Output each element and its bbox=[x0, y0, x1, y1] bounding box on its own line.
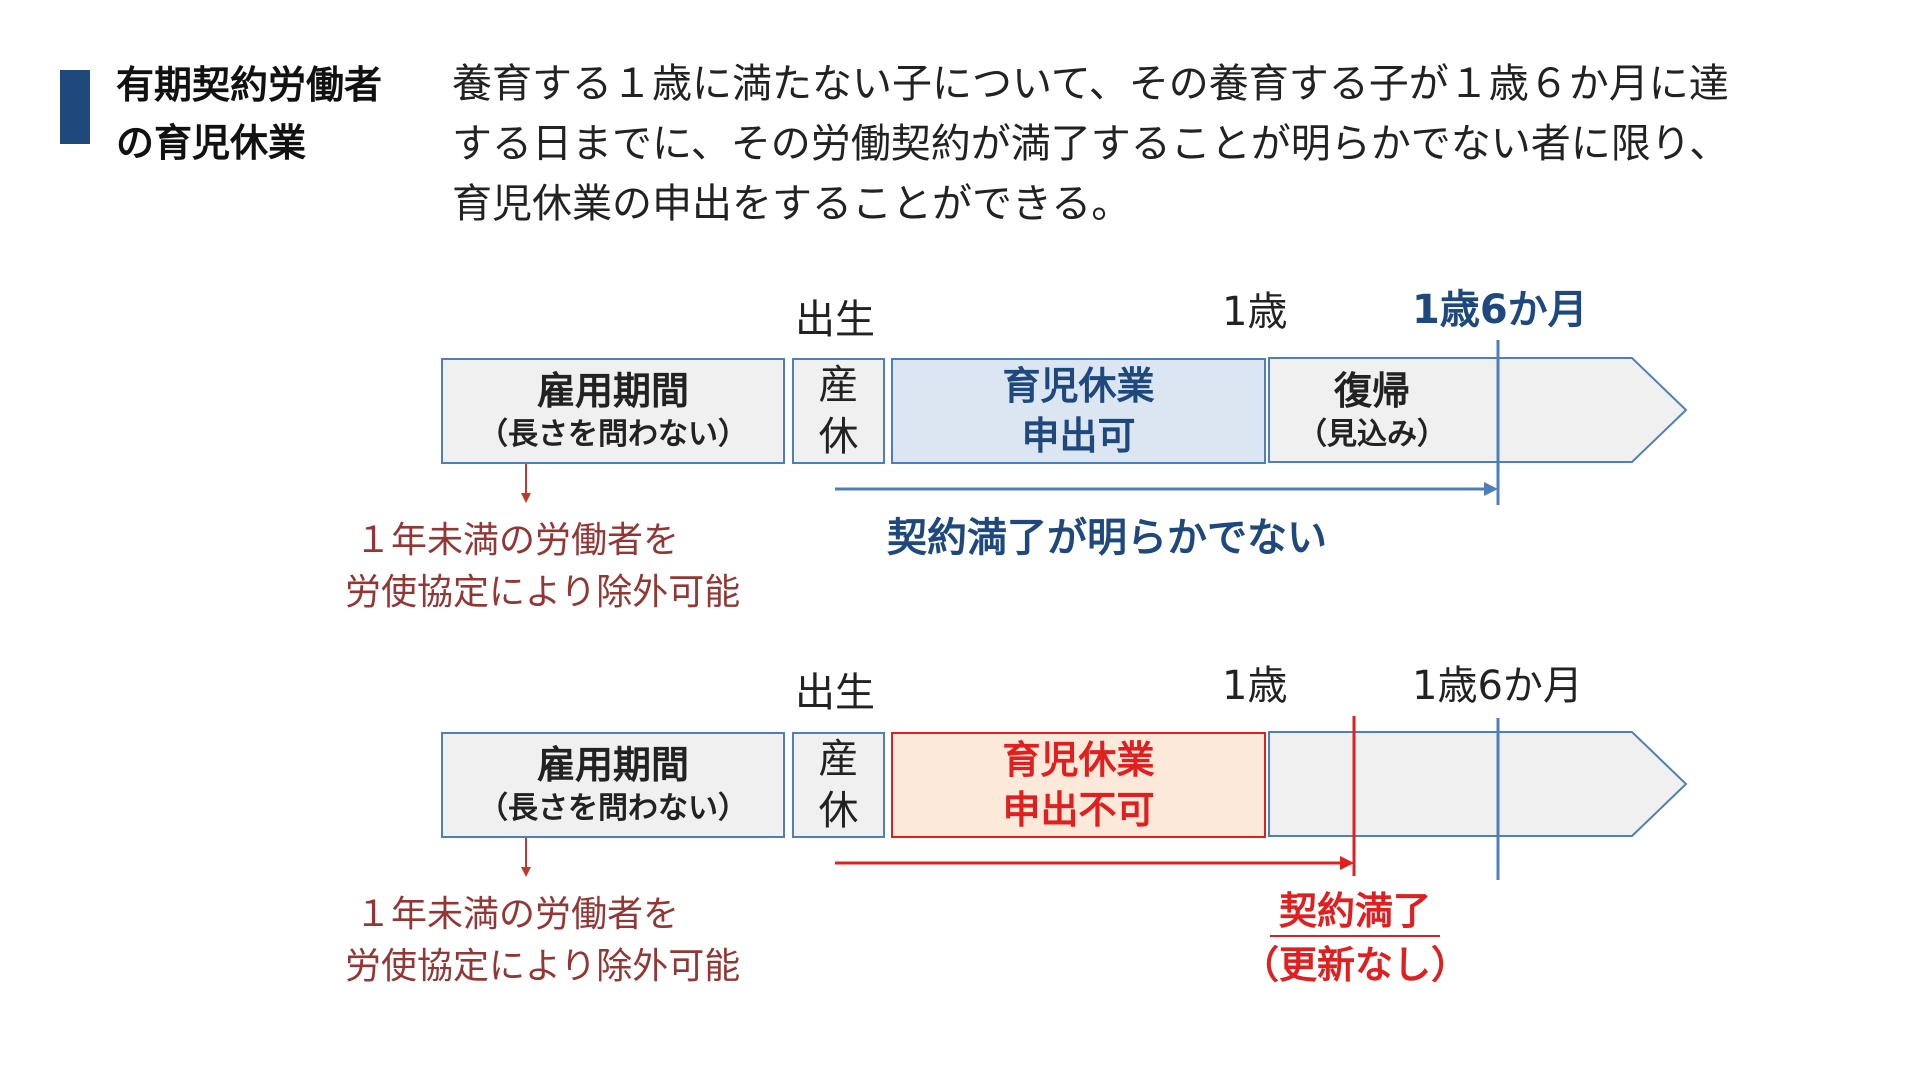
description: 養育する１歳に満たない子について、その養育する子が１歳６か月に達 する日までに、… bbox=[452, 54, 1729, 234]
exclusion-line-1: １年未満の労働者を bbox=[355, 520, 680, 561]
exclusion-arrowhead-case1 bbox=[521, 493, 531, 503]
exclusion-note-case1: １年未満の労働者を 労使協定により除外可能 bbox=[345, 515, 740, 619]
maternity-line-1: 産 bbox=[818, 362, 859, 408]
age-1-label-case1: 1歳 bbox=[1222, 289, 1288, 335]
age-1-label-case2: 1歳 bbox=[1222, 663, 1288, 709]
maternity-line-2: 休 bbox=[818, 414, 859, 460]
leave-line-2: 申出可 bbox=[1021, 414, 1136, 458]
return-title: 復帰 bbox=[1333, 369, 1410, 413]
age-1y6m-label-case2: 1歳6か月 bbox=[1412, 663, 1583, 709]
childcare-leave-ng-box: 育児休業 申出不可 bbox=[891, 732, 1266, 838]
section-title: 有期契約労働者 の育児休業 bbox=[116, 56, 382, 172]
contract-end-label: 契約満了 （更新なし） bbox=[1240, 884, 1470, 992]
maternity-line-1: 産 bbox=[818, 736, 859, 782]
employment-box-case1: 雇用期間 （長さを問わない） bbox=[441, 358, 785, 464]
maternity-line-2: 休 bbox=[818, 788, 859, 834]
employment-sub: （長さを問わない） bbox=[478, 417, 748, 452]
employment-title: 雇用期間 bbox=[536, 743, 689, 787]
exclusion-line-1: １年未満の労働者を bbox=[355, 894, 680, 935]
description-line-2: する日までに、その労働契約が満了することが明らかでない者に限り、 bbox=[452, 121, 1730, 167]
birth-label-case1: 出生 bbox=[795, 297, 875, 343]
contract-not-ending-label: 契約満了が明らかでない bbox=[887, 515, 1327, 561]
title-line-2: の育児休業 bbox=[116, 121, 307, 165]
return-box: 復帰 （見込み） bbox=[1272, 358, 1472, 464]
exclusion-arrowhead-case2 bbox=[521, 867, 531, 877]
birth-label-case2: 出生 bbox=[795, 670, 875, 716]
accent-bar bbox=[60, 70, 90, 144]
exclusion-line-2: 労使協定により除外可能 bbox=[345, 946, 741, 987]
timeline-arrow-case2 bbox=[1268, 731, 1688, 837]
contract-arrowhead-case1 bbox=[1484, 482, 1498, 496]
contract-end-line-1: 契約満了 bbox=[1278, 889, 1431, 933]
employment-title: 雇用期間 bbox=[536, 369, 689, 413]
contract-end-line-2: （更新なし） bbox=[1240, 943, 1469, 987]
description-line-3: 育児休業の申出をすることができる。 bbox=[452, 181, 1132, 227]
maternity-box-case1: 産 休 bbox=[792, 358, 885, 464]
timeline-arrow-case1 bbox=[1268, 357, 1688, 463]
leave-line-1: 育児休業 bbox=[1002, 364, 1155, 408]
description-line-1: 養育する１歳に満たない子について、その養育する子が１歳６か月に達 bbox=[452, 61, 1729, 107]
title-line-1: 有期契約労働者 bbox=[116, 63, 383, 107]
leave-line-1: 育児休業 bbox=[1002, 738, 1155, 782]
employment-box-case2: 雇用期間 （長さを問わない） bbox=[441, 732, 785, 838]
exclusion-note-case2: １年未満の労働者を 労使協定により除外可能 bbox=[345, 889, 740, 993]
return-sub: （見込み） bbox=[1297, 417, 1447, 452]
maternity-box-case2: 産 休 bbox=[792, 732, 885, 838]
leave-line-2: 申出不可 bbox=[1002, 788, 1155, 832]
exclusion-line-2: 労使協定により除外可能 bbox=[345, 572, 741, 613]
age-1y6m-label-case1: 1歳6か月 bbox=[1412, 287, 1588, 333]
contract-arrowhead-case2 bbox=[1340, 856, 1354, 870]
childcare-leave-ok-box: 育児休業 申出可 bbox=[891, 358, 1266, 464]
employment-sub: （長さを問わない） bbox=[478, 791, 748, 826]
